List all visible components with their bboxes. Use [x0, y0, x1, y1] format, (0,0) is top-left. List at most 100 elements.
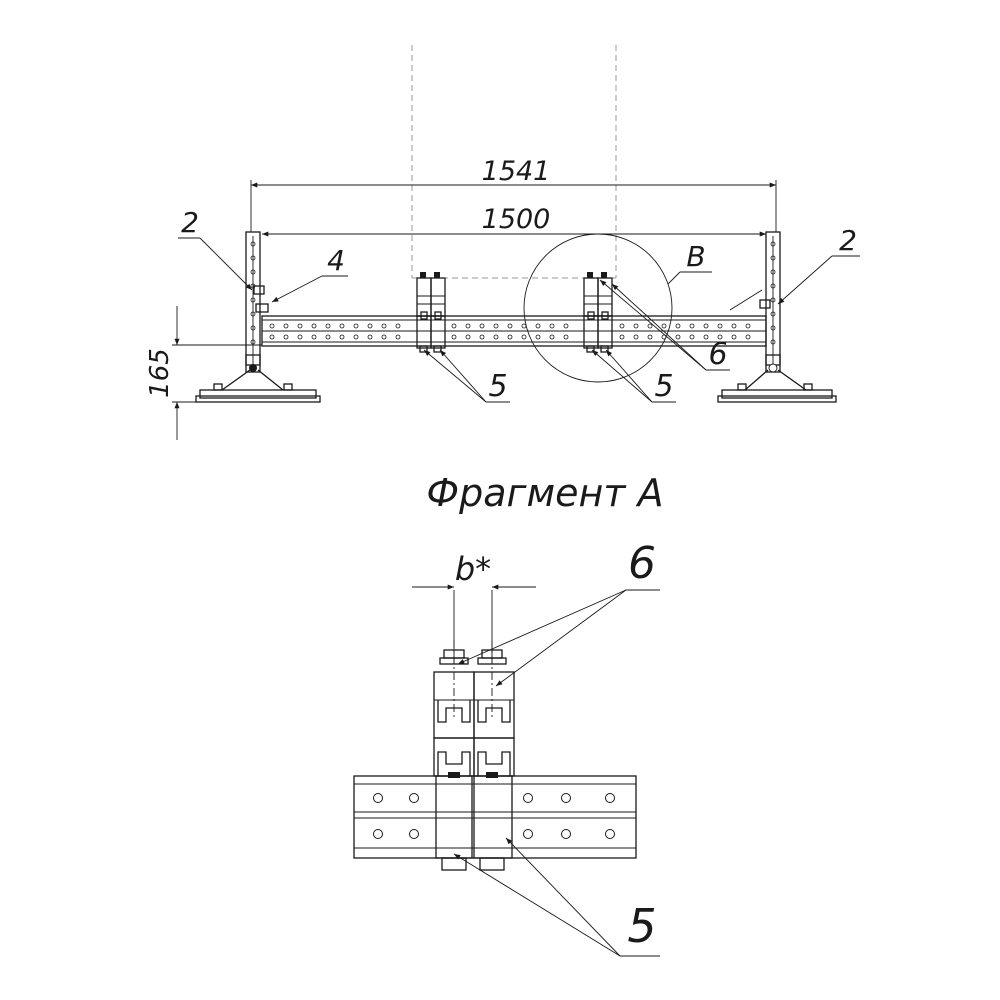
callout-right-support: 2	[777, 224, 860, 305]
callout-left-support: 2	[178, 206, 253, 291]
fragment-callout-clamps-label: 5	[627, 899, 656, 953]
rail-hole	[451, 334, 457, 340]
dimension-height-label: 165	[145, 348, 175, 398]
rail-hole	[465, 323, 471, 329]
rail-hole	[479, 334, 485, 340]
rail-hole	[717, 334, 723, 340]
rail-hole	[451, 323, 457, 329]
rail-hole	[409, 793, 419, 803]
rail-hole	[661, 323, 667, 329]
dimension-width-label: b*	[455, 550, 491, 588]
rail-hole	[605, 793, 615, 803]
callout-detail-label: B	[686, 240, 705, 273]
rail-hole	[283, 323, 289, 329]
rail-hole	[395, 334, 401, 340]
dimension-height: 165	[145, 306, 318, 440]
rail-hole	[731, 323, 737, 329]
left-clamp-assembly	[416, 272, 446, 353]
rail-hole	[311, 323, 317, 329]
rail-hole	[563, 323, 569, 329]
callout-left-support-label: 2	[181, 206, 199, 239]
rail-hole	[269, 334, 275, 340]
rail-hole	[353, 323, 359, 329]
rail-hole	[493, 334, 499, 340]
dimension-overall: 1541	[250, 156, 777, 232]
rail-hole	[381, 323, 387, 329]
dimension-overall-label: 1541	[482, 156, 551, 187]
left-support	[195, 231, 321, 403]
dimension-width: b*	[412, 550, 536, 664]
rail-hole	[339, 334, 345, 340]
rail-hole	[633, 334, 639, 340]
rail-hole	[493, 323, 499, 329]
rail-hole	[619, 323, 625, 329]
rail-hole	[675, 334, 681, 340]
callout-bolts-label: 6	[708, 337, 727, 372]
phantom-outline	[411, 45, 617, 279]
rail-hole	[339, 323, 345, 329]
rail-hole	[647, 323, 653, 329]
rail-hole	[373, 829, 383, 839]
rail-hole	[633, 323, 639, 329]
rail-hole	[367, 323, 373, 329]
fragment-title: Фрагмент А	[426, 471, 663, 515]
callout-bracket-label: 4	[327, 244, 345, 277]
rail-hole	[689, 334, 695, 340]
rail-hole	[479, 323, 485, 329]
rail-hole	[353, 334, 359, 340]
dimension-inner-label: 1500	[482, 204, 551, 235]
rail-hole	[325, 334, 331, 340]
rail-hole	[561, 829, 571, 839]
rail-hole	[717, 323, 723, 329]
fragment-clamp-left	[433, 640, 475, 871]
rail-hole	[703, 334, 709, 340]
rail-hole	[507, 323, 513, 329]
rail-hole	[563, 334, 569, 340]
rail-hole	[549, 334, 555, 340]
callout-clamps-right-label: 5	[654, 369, 673, 404]
dimension-inner: 1500	[262, 204, 766, 237]
callout-bracket: 4	[271, 244, 348, 303]
rail-hole	[549, 323, 555, 329]
fragment-clamp-right	[473, 640, 515, 871]
rail-hole	[521, 323, 527, 329]
right-clamp-assembly	[583, 272, 613, 353]
rail-hole	[521, 334, 527, 340]
rail-hole	[311, 334, 317, 340]
rail-hole	[535, 323, 541, 329]
rail-hole	[745, 334, 751, 340]
rail-hole	[689, 323, 695, 329]
rail-hole	[409, 829, 419, 839]
rail-hole	[367, 334, 373, 340]
rail-hole	[395, 323, 401, 329]
fragment-callout-bolts-label: 6	[628, 538, 656, 589]
rail-hole	[523, 793, 533, 803]
fragment-view: Фрагмент А b*	[353, 471, 664, 957]
rail-hole	[561, 793, 571, 803]
callout-detail: B	[667, 240, 712, 285]
rail-hole	[507, 334, 513, 340]
right-support	[717, 231, 837, 403]
callout-bolts: 6	[599, 279, 730, 372]
rail-hole	[605, 829, 615, 839]
fragment-callout-bolts: 6	[457, 538, 660, 687]
rail-hole	[269, 323, 275, 329]
rail-hole	[619, 334, 625, 340]
rail-hole	[325, 323, 331, 329]
rail-hole	[297, 334, 303, 340]
rail-hole	[523, 829, 533, 839]
rail-hole	[647, 334, 653, 340]
rail-hole	[731, 334, 737, 340]
horizontal-rail	[261, 315, 767, 347]
detail-circle	[523, 233, 673, 383]
rail-hole	[703, 323, 709, 329]
fragment-rail	[353, 775, 637, 859]
callout-clamps-right: 5	[591, 349, 676, 404]
callout-clamps-left: 5	[423, 349, 510, 404]
rail-hole	[381, 334, 387, 340]
rail-hole	[465, 334, 471, 340]
rail-hole	[745, 323, 751, 329]
rail-hole	[373, 793, 383, 803]
fragment-callout-clamps: 5	[453, 837, 660, 957]
